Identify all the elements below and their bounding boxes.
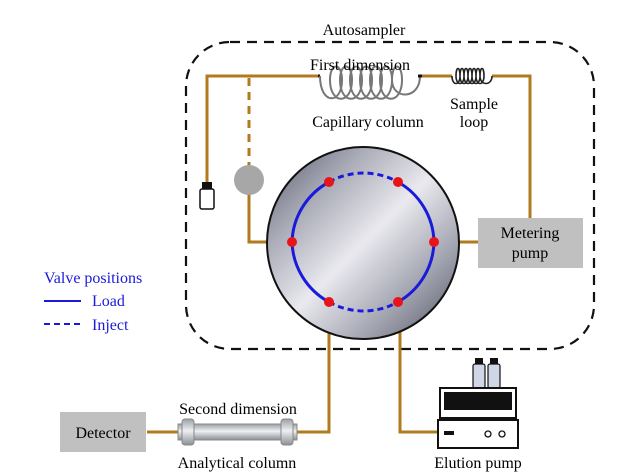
tubing-valve-to-elution-pump [398, 302, 438, 434]
tubing-top-line [205, 74, 318, 185]
autosampler-boundary [184, 40, 596, 351]
legend-load-label: Load [92, 293, 125, 310]
injection-valve [266, 146, 460, 340]
elution-pump-label: Elution pump [434, 455, 522, 472]
valve-port [287, 237, 297, 247]
legend-title: Valve positions [44, 270, 142, 287]
analytical-column-icon [177, 418, 298, 446]
detector-label: Detector [75, 425, 131, 442]
injection-needle-icon [234, 165, 264, 195]
sample-loop-label-2: loop [460, 114, 488, 131]
metering-pump-box [478, 218, 583, 268]
valve-port [324, 297, 334, 307]
valve-port [429, 237, 439, 247]
second-dimension-label: Second dimension [179, 401, 297, 418]
valve-port [393, 177, 403, 187]
analytical-column-label: Analytical column [178, 455, 297, 472]
metering-pump-label-1: Metering [501, 225, 560, 242]
valve-positions-legend: Valve positions Load Inject [44, 270, 142, 334]
metering-pump-label-2: pump [512, 245, 548, 262]
valve-inject-path [328, 171, 399, 313]
autosampler-label: Autosampler [323, 22, 406, 39]
tubing-valve-to-analytical-column [297, 302, 331, 434]
tubing-loop-to-metering [492, 74, 532, 218]
valve-port [393, 297, 403, 307]
detector-box [60, 412, 146, 452]
first-dimension-label: First dimension [310, 57, 410, 74]
sample-loop-label-1: Sample [450, 96, 498, 113]
sample-loop-coil [451, 67, 493, 85]
capillary-column-label: Capillary column [312, 114, 424, 131]
valve-port [324, 177, 334, 187]
legend-inject-label: Inject [92, 317, 129, 334]
elution-pump-icon [437, 358, 519, 449]
capillary-column-coil [318, 65, 422, 100]
valve-load-path [290, 180, 436, 304]
sample-vial-icon [199, 182, 215, 210]
